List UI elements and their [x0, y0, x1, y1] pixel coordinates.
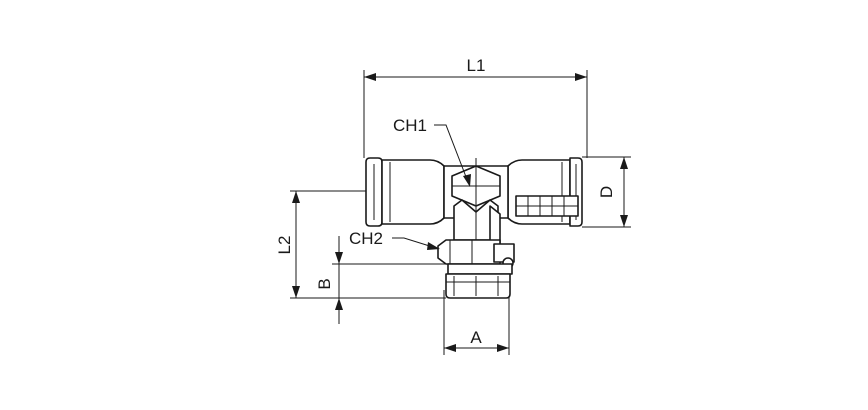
label-d: D — [597, 186, 616, 198]
label-l1: L1 — [467, 56, 486, 75]
label-ch1: CH1 — [393, 116, 427, 135]
dimension-d: D — [582, 156, 631, 228]
right-connector — [507, 157, 583, 227]
dimension-b: B — [315, 236, 446, 324]
label-a: A — [470, 328, 482, 347]
dimension-l1: L1 — [363, 56, 588, 158]
leader-ch2: CH2 — [349, 229, 440, 250]
label-l2: L2 — [275, 236, 294, 255]
dimension-a: A — [443, 290, 510, 355]
nut-ch2 — [437, 239, 515, 275]
tee-center — [443, 158, 509, 245]
thread-stud — [445, 273, 511, 299]
label-b: B — [315, 278, 334, 289]
fitting-body — [365, 157, 583, 299]
label-ch2: CH2 — [349, 229, 383, 248]
left-connector — [365, 157, 445, 227]
leader-ch1: CH1 — [393, 116, 471, 187]
